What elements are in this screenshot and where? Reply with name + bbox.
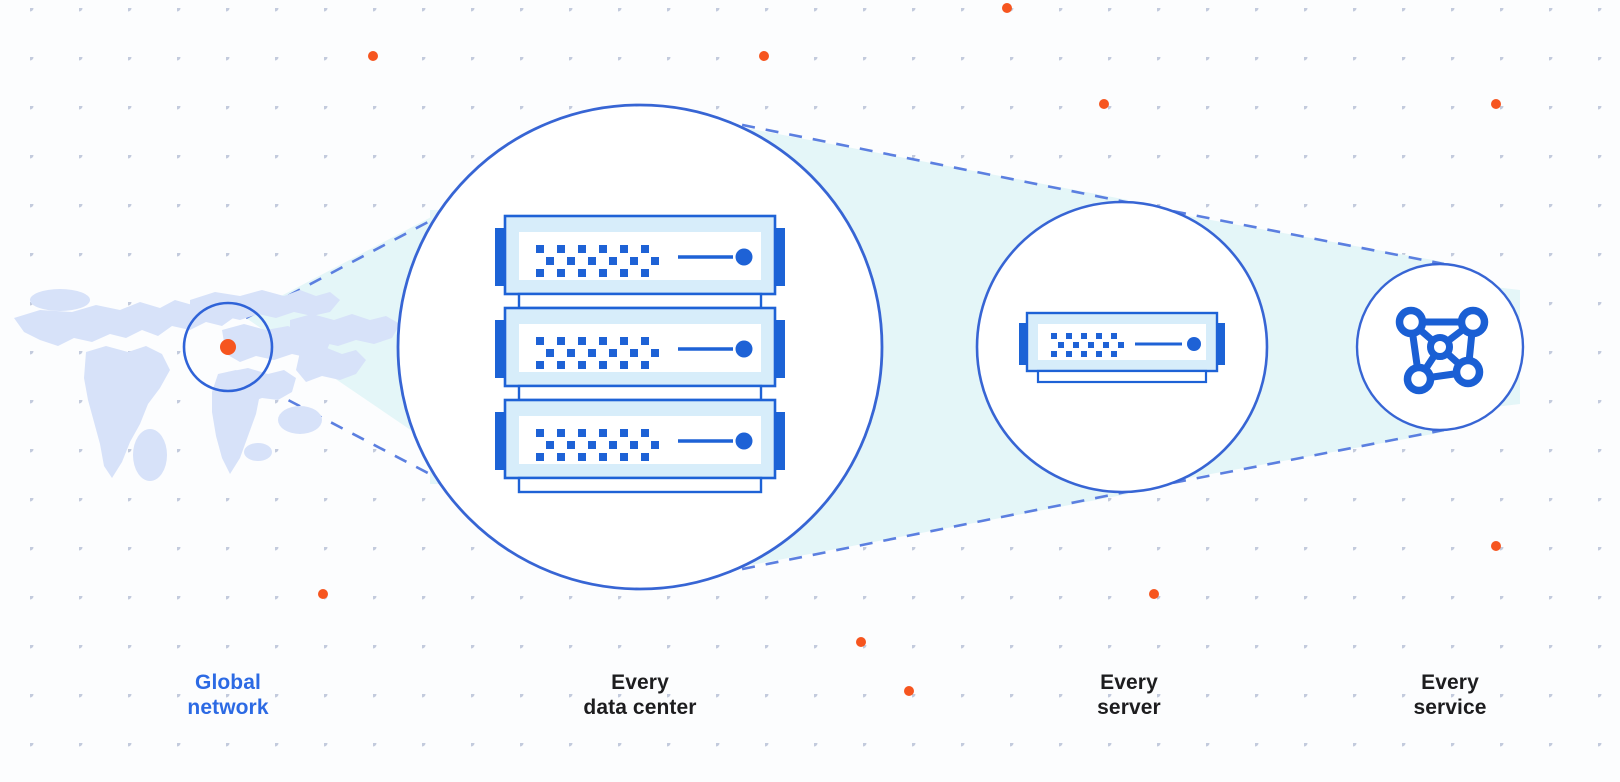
- rack-shelf: [517, 292, 763, 310]
- label-every-data-center: Every data center: [583, 671, 697, 719]
- highlight-dots: [318, 3, 1501, 696]
- server-unit: [495, 214, 785, 296]
- rack-base: [517, 476, 763, 494]
- rack-shelf: [517, 384, 763, 402]
- server-unit: [495, 306, 785, 388]
- global-network-circle: [182, 301, 274, 393]
- server-rack-icon: [495, 214, 785, 494]
- network-mesh-nodes: [1395, 306, 1489, 395]
- label-every-server: Every server: [1097, 671, 1161, 719]
- label-every-service: Every service: [1413, 671, 1487, 719]
- server-unit: [495, 398, 785, 480]
- server-base: [1036, 369, 1208, 384]
- single-server-icon: [1019, 311, 1225, 384]
- label-global-network: Global network: [187, 671, 269, 719]
- global-network-marker-dot: [220, 339, 236, 355]
